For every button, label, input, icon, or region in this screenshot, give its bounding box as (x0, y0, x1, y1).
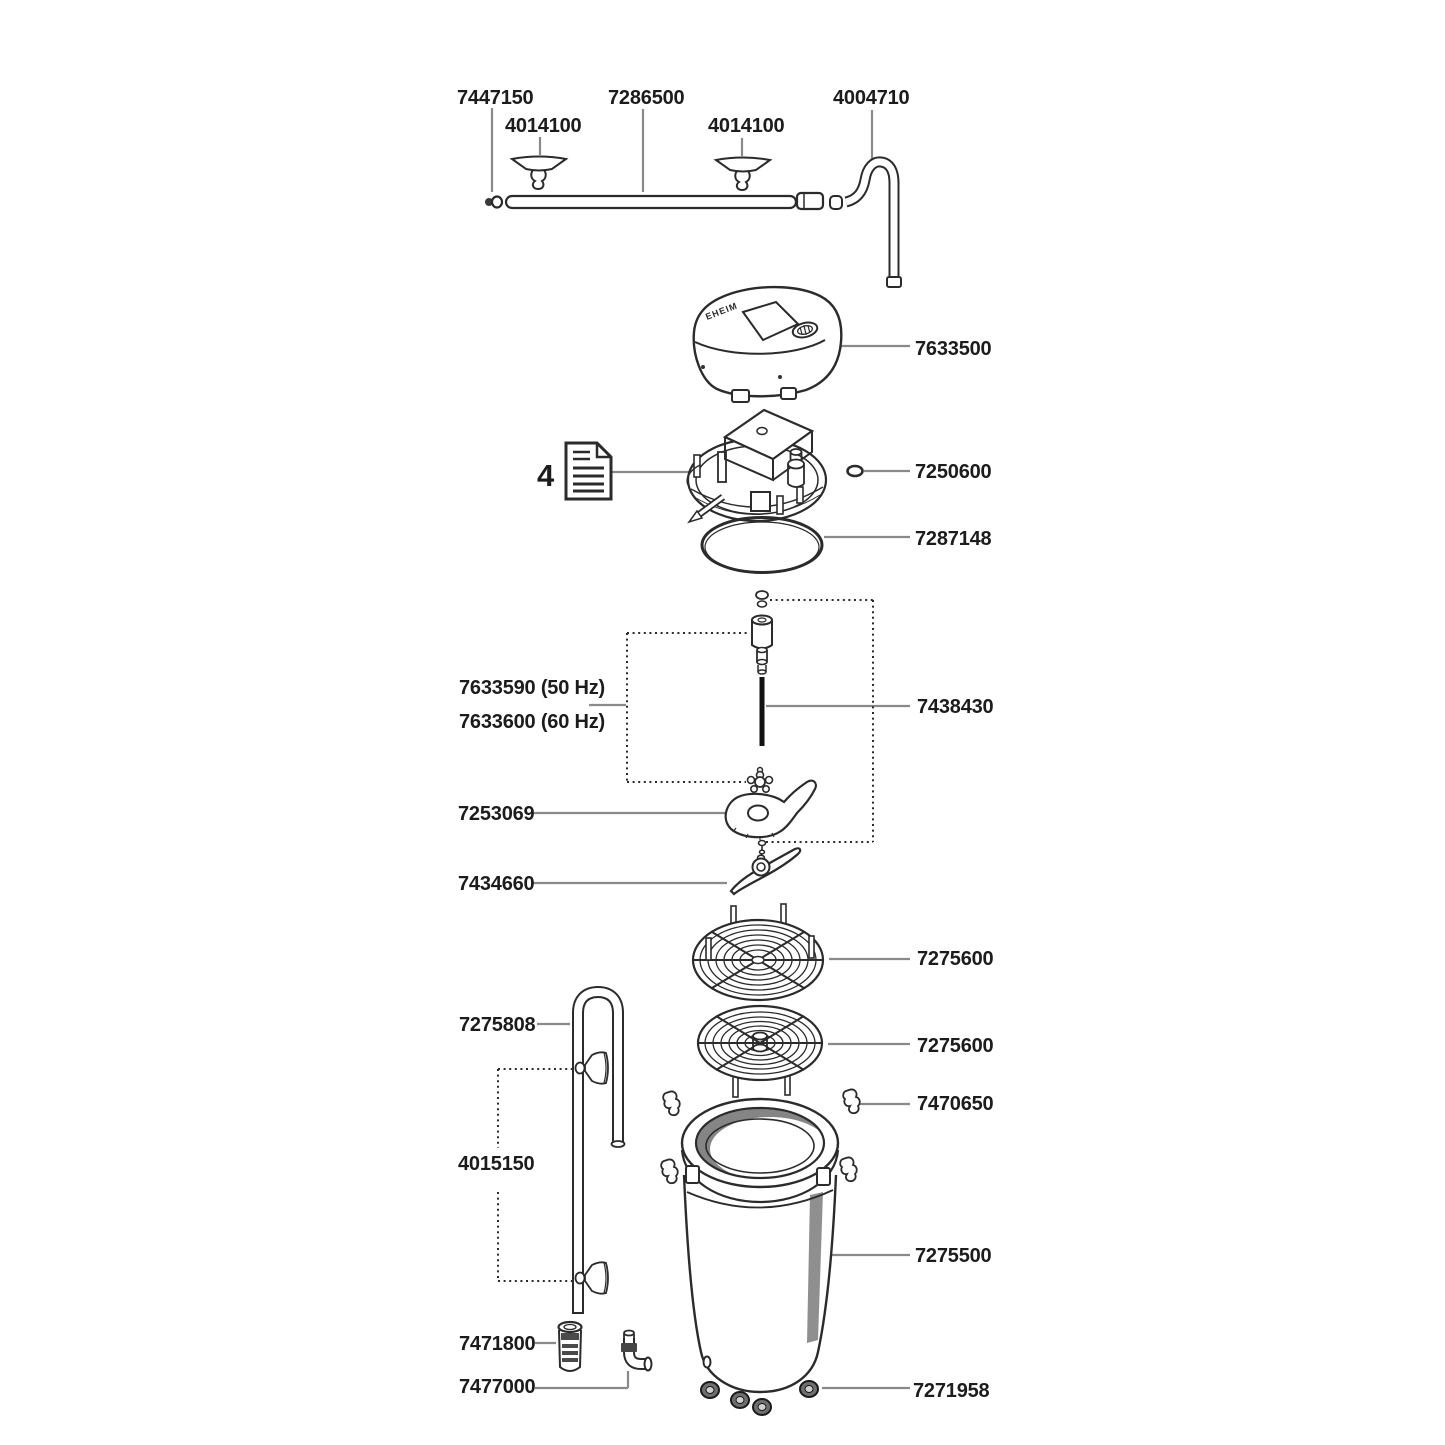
part-label-pump-wheel: 7253069 (458, 803, 535, 825)
part-label-o-ring-small: 7250600 (915, 461, 992, 483)
pipe-suction-cup-top (574, 1051, 609, 1085)
blade-drawing (729, 847, 802, 896)
manual-document-icon (564, 441, 613, 501)
manual-reference-number: 4 (537, 458, 555, 493)
part-label-elbow-connector: 7477000 (459, 1376, 536, 1398)
lattice-grid-bottom-drawing (696, 1004, 824, 1098)
part-label-outlet-bend: 4004710 (833, 87, 910, 109)
o-ring-small-drawing (846, 464, 864, 478)
part-label-rubber-feet: 7271958 (913, 1380, 990, 1402)
suction-cup-left-drawing (509, 155, 569, 191)
part-label-spray-bar: 7286500 (608, 87, 685, 109)
outlet-bend-drawing (829, 156, 902, 288)
pump-head-cover-drawing: EHEIM (692, 285, 843, 403)
part-label-impeller-60hz: 7633600 (60 Hz) (459, 711, 605, 733)
suction-cup-right-drawing (713, 156, 773, 192)
part-label-blade: 7434660 (458, 873, 535, 895)
part-label-suction-cup-left: 4014100 (505, 115, 582, 137)
part-label-suction-cup-right: 4014100 (708, 115, 785, 137)
intake-pipe-drawing (572, 985, 626, 1314)
pump-head-assembly-drawing (686, 408, 828, 524)
part-label-intake-pipe: 7275808 (459, 1014, 536, 1036)
intake-strainer-drawing (557, 1320, 583, 1372)
rotor-magnet-drawing (751, 614, 773, 675)
filter-canister-drawing (680, 1097, 840, 1416)
leader-lines (490, 108, 910, 1390)
part-label-pump-head-cover: 7633500 (915, 338, 992, 360)
part-label-sealing-gasket: 7287148 (915, 528, 992, 550)
part-label-suction-cup-set: 4015150 (458, 1153, 535, 1175)
part-label-impeller-50hz: 7633590 (50 Hz) (459, 677, 605, 699)
part-label-fastening-clips: 7470650 (917, 1093, 994, 1115)
hose-clamp-icon (485, 198, 493, 206)
part-label-intake-strainer: 7471800 (459, 1333, 536, 1355)
spray-bar-drawing (485, 191, 825, 211)
elbow-connector-drawing (621, 1329, 653, 1372)
rubber-feet-drawing (700, 1380, 819, 1416)
part-label-impeller-shaft: 7438430 (917, 696, 994, 718)
pump-wheel-drawing (724, 779, 817, 840)
sealing-gasket-drawing (700, 516, 824, 574)
power-button-icon (791, 321, 819, 339)
lattice-grid-top-drawing (691, 903, 825, 1002)
part-label-lattice-grid-top: 7275600 (917, 948, 994, 970)
part-label-filter-canister: 7275500 (915, 1245, 992, 1267)
part-label-hose-clamp: 7447150 (457, 87, 534, 109)
part-label-lattice-grid-bottom: 7275600 (917, 1035, 994, 1057)
blade-pin-drawing (757, 839, 767, 855)
pipe-suction-cup-bottom (574, 1261, 609, 1295)
impeller-star-drawing (746, 766, 774, 793)
impeller-assembly-drawing (626, 590, 874, 896)
suction-cup-set-bracket (497, 1068, 576, 1282)
